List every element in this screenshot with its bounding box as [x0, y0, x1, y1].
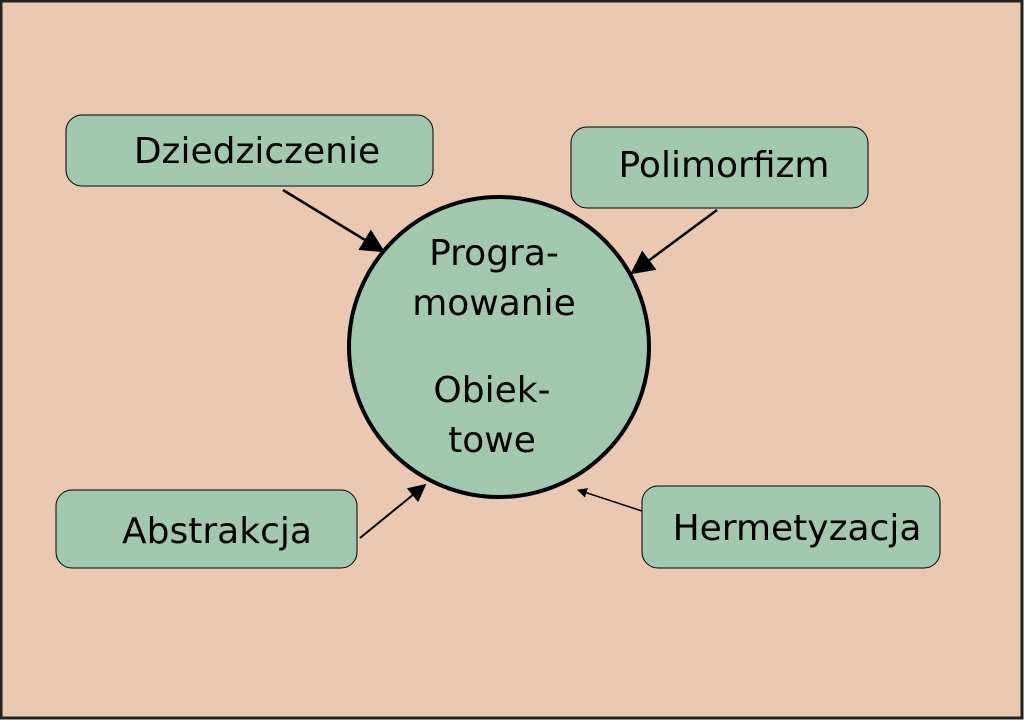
- center-line-4: towe: [448, 420, 536, 461]
- arrow-hermetyzacja: [577, 488, 643, 512]
- node-dziedziczenie: Dziedziczenie: [65, 114, 434, 187]
- node-label: Abstrakcja: [122, 511, 312, 552]
- node-label: Polimorfizm: [619, 145, 830, 186]
- node-label: Dziedziczenie: [134, 131, 380, 172]
- center-line-2: mowanie: [412, 283, 576, 324]
- arrow-polimorfizm: [630, 208, 718, 275]
- node-abstrakcja: Abstrakcja: [55, 489, 358, 569]
- node-hermetyzacja: Hermetyzacja: [641, 485, 941, 569]
- center-line-1: Progra-: [429, 233, 559, 274]
- node-label: Hermetyzacja: [673, 508, 922, 549]
- center-node: Progra- mowanie Obiek- towe: [347, 195, 651, 499]
- arrow-dziedziczenie: [282, 188, 386, 253]
- node-polimorfizm: Polimorfizm: [570, 126, 869, 209]
- center-line-3: Obiek-: [433, 370, 550, 411]
- arrow-abstrakcja: [359, 483, 427, 539]
